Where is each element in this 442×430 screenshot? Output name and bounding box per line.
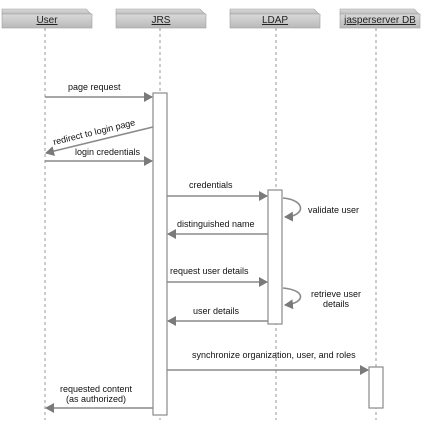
label-synchronize: synchronize organization, user, and role… [192, 350, 356, 360]
activation-jrs [152, 92, 168, 416]
label-user-details: user details [193, 306, 240, 316]
participant-db-label: jasperserver DB [343, 15, 416, 26]
label-requested-line1: requested content [60, 384, 133, 394]
arrow-validate-user [282, 197, 302, 222]
participant-db: jasperserver DB [339, 8, 421, 29]
label-login-credentials: login credentials [75, 147, 141, 157]
label-credentials: credentials [189, 180, 233, 190]
participant-jrs-label: JRS [152, 15, 171, 26]
participant-ldap: LDAP [229, 8, 321, 29]
label-retrieve-line2: details [323, 299, 350, 309]
label-page-request: page request [68, 82, 121, 92]
arrow-retrieve-user-details [282, 287, 302, 310]
label-request-user-details: request user details [170, 266, 249, 276]
label-retrieve-line1: retrieve user [311, 289, 361, 299]
label-redirect: redirect to login page [52, 117, 136, 147]
activation-ldap [267, 189, 283, 325]
participant-user-label: User [36, 15, 58, 26]
participant-jrs: JRS [115, 8, 207, 29]
arrow-redirect [45, 126, 154, 156]
participant-user: User [1, 8, 93, 29]
participant-ldap-label: LDAP [262, 15, 288, 26]
label-distinguished-name: distinguished name [177, 219, 255, 229]
label-validate-user: validate user [308, 205, 359, 215]
label-requested-line2: (as authorized) [66, 394, 126, 404]
activation-db [368, 366, 384, 409]
